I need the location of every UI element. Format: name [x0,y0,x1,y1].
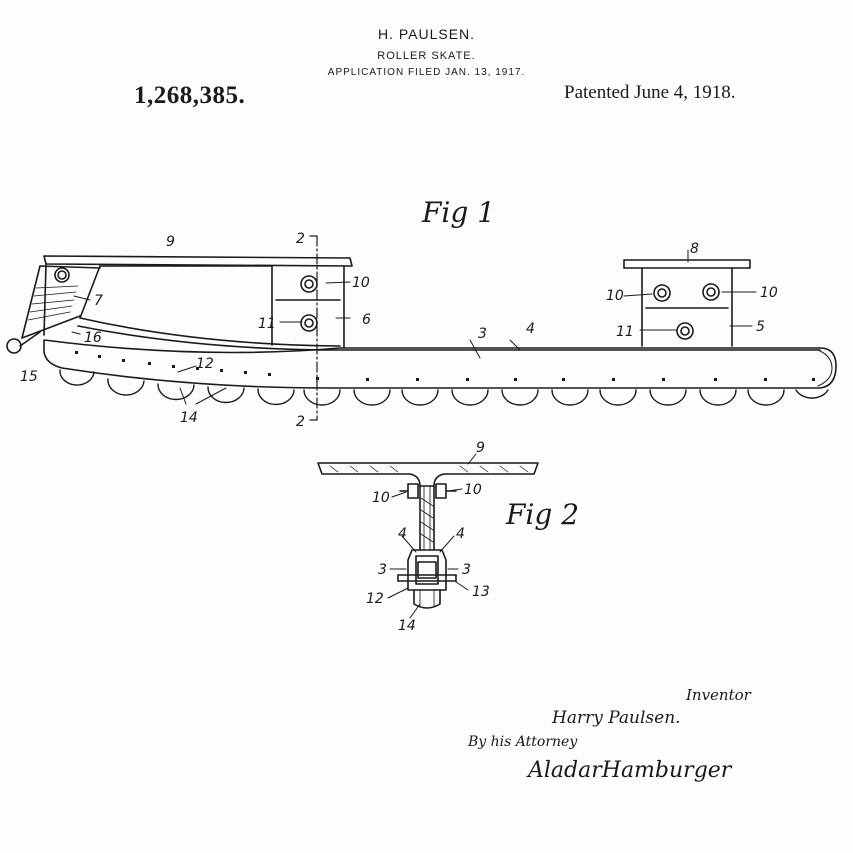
label-13-fig2: 13 [472,584,490,600]
rivets [75,351,815,381]
label-2-bottom: 2 [296,414,305,430]
label-8: 8 [690,241,699,257]
label-16: 16 [84,330,102,346]
label-10-fig2-right: 10 [464,482,482,498]
label-11-toe: 11 [616,324,634,340]
label-12: 12 [196,356,214,372]
label-6: 6 [362,312,371,328]
label-14: 14 [180,410,198,426]
invention-title: ROLLER SKATE. [377,50,476,62]
label-7: 7 [94,293,103,309]
label-4-fig2-left: 4 [398,526,407,542]
label-12-fig2: 12 [366,591,384,607]
patented-date: Patented June 4, 1918. [564,82,736,103]
application-filed: APPLICATION FILED JAN. 13, 1917. [327,67,526,78]
attorney-signature: AladarHamburger [528,758,732,783]
leader-lines-fig2 [387,453,477,619]
runner-frame [43,317,837,389]
fig1-numerals: 9 2 8 10 10 10 7 11 6 11 5 3 4 16 15 12 … [20,231,778,430]
fig2-cross-section [317,462,539,609]
inventor-label: Inventor [686,686,751,704]
wheels [59,369,829,406]
fig2-numerals: 9 10 10 4 4 3 3 12 13 14 [366,440,490,634]
label-9-fig2: 9 [476,440,485,456]
label-10-fig2-left: 10 [372,490,390,506]
label-3: 3 [478,326,487,342]
label-9: 9 [166,234,175,250]
label-10-toe-left: 10 [606,288,624,304]
inventor-signature: Harry Paulsen. [552,708,681,728]
label-11-heel: 11 [258,316,276,332]
label-10-heel: 10 [352,275,370,291]
heel-plate [43,255,353,348]
heel-rivets [300,275,318,332]
inventor-heading: H. PAULSEN. [377,26,476,42]
label-3-fig2-right: 3 [462,562,471,578]
fig2-caption: Fig 2 [506,498,580,531]
label-5: 5 [756,319,765,335]
leader-lines-fig1 [71,249,757,405]
label-3-fig2-left: 3 [378,562,387,578]
label-4-fig2-right: 4 [456,526,465,542]
label-14-fig2: 14 [398,618,416,634]
heel-bracket [6,265,101,354]
label-2-top: 2 [296,231,305,247]
label-4: 4 [526,321,535,337]
label-15: 15 [20,369,38,385]
fig1-caption: Fig 1 [422,196,496,229]
patent-number: 1,268,385. [134,82,246,109]
by-attorney-label: By his Attorney [468,734,578,750]
section-line [309,235,318,421]
label-10-toe-right: 10 [760,285,778,301]
toe-plate [623,259,751,347]
